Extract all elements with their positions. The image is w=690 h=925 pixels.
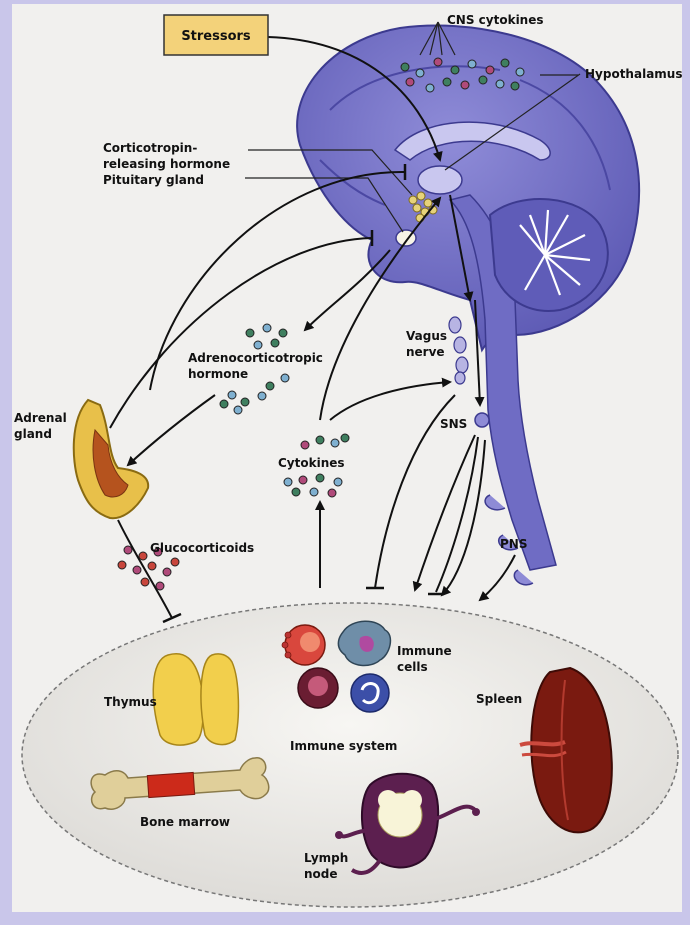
bone-marrow-label: Bone marrow (140, 815, 230, 829)
glucocorticoids-label: Glucocorticoids (150, 541, 254, 555)
hypothalamus-label: Hypothalamus (585, 67, 682, 81)
immune-cells-label-line2: cells (397, 660, 428, 674)
lymph-node-label-line2: node (304, 867, 338, 881)
acth-label-line2: hormone (188, 367, 248, 381)
crh-label-line1: Corticotropin- (103, 141, 197, 155)
cns-cytokines-label: CNS cytokines (447, 13, 544, 27)
cytokines-label: Cytokines (278, 456, 345, 470)
sns-label: SNS (440, 417, 467, 431)
acth-label-line1: Adrenocorticotropic (188, 351, 323, 365)
pns-label: PNS (500, 537, 527, 551)
spleen-label: Spleen (476, 692, 522, 706)
immune-system-label: Immune system (290, 739, 397, 753)
immune-cells-label-line1: Immune (397, 644, 452, 658)
stressors-label: Stressors (181, 29, 251, 44)
thymus-label: Thymus (104, 695, 157, 709)
adrenal-label-line2: gland (14, 427, 52, 441)
lymph-node-label-line1: Lymph (304, 851, 348, 865)
crh-label-line2: releasing hormone (103, 157, 230, 171)
vagus-label-line1: Vagus (406, 329, 447, 343)
thymus (153, 654, 238, 745)
vagus-label-line2: nerve (406, 345, 445, 359)
pituitary-label: Pituitary gland (103, 173, 204, 187)
sns-ganglion (475, 413, 489, 427)
adrenal-label-line1: Adrenal (14, 411, 67, 425)
